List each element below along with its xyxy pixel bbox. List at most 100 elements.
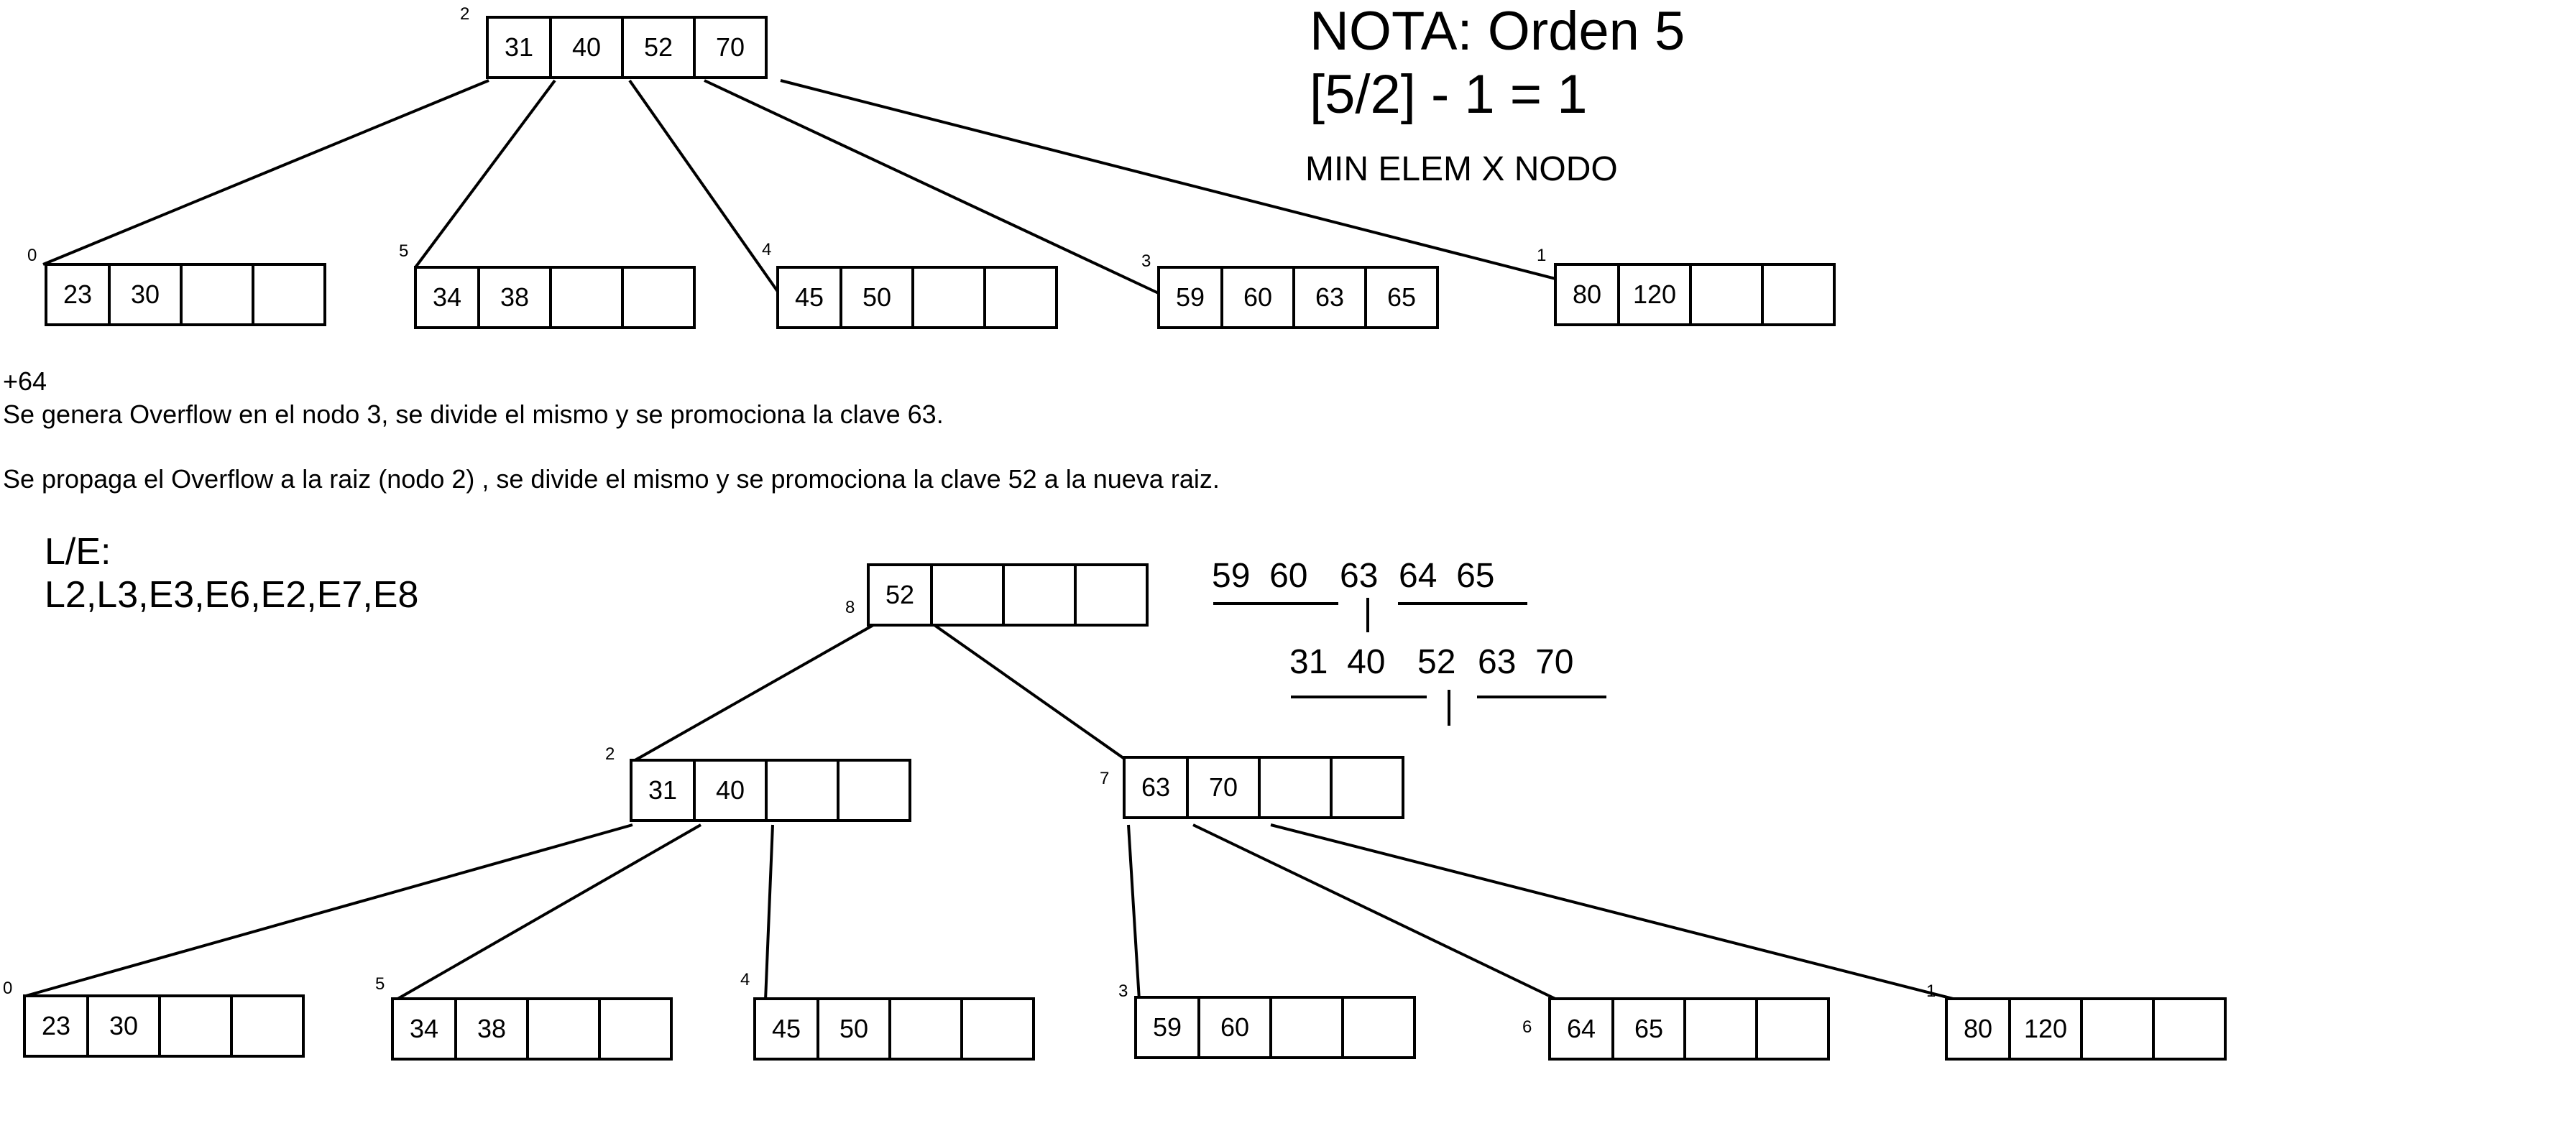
edge xyxy=(764,824,774,1001)
note-min-elements: MIN ELEM X NODO xyxy=(1305,150,1618,188)
btree-node: 45 50 xyxy=(753,997,1035,1061)
node-key: 64 xyxy=(1548,997,1614,1061)
node-key: 80 xyxy=(1945,997,2011,1061)
split-right-keys: 63 70 xyxy=(1478,643,1574,681)
edge xyxy=(780,79,1568,283)
node-key xyxy=(230,994,305,1058)
node-id: 2 xyxy=(460,4,470,24)
split-promoted-key: 52 xyxy=(1417,643,1456,681)
node-id: 1 xyxy=(1926,981,1936,1001)
node-key xyxy=(1755,997,1830,1061)
node-key: 59 xyxy=(1134,996,1200,1059)
btree-node: 45 50 xyxy=(776,266,1058,329)
node-key: 120 xyxy=(2008,997,2083,1061)
io-label: L/E: xyxy=(45,531,111,573)
node-key: 52 xyxy=(867,563,933,627)
node-key: 120 xyxy=(1617,263,1692,326)
node-key xyxy=(837,759,911,822)
node-id: 5 xyxy=(375,974,385,994)
btree-node: 80 120 xyxy=(1554,263,1836,326)
node-key xyxy=(526,997,601,1061)
node-key xyxy=(1269,996,1344,1059)
btree-node: 31 40 52 70 xyxy=(486,16,768,79)
node-key xyxy=(888,997,963,1061)
node-key xyxy=(2080,997,2155,1061)
note-formula: [5/2] - 1 = 1 xyxy=(1310,64,1588,125)
node-id: 1 xyxy=(1537,246,1547,265)
node-id: 6 xyxy=(1522,1017,1532,1037)
node-key xyxy=(1683,997,1758,1061)
split-promoted-key: 63 xyxy=(1340,557,1379,595)
io-sequence: L2,L3,E3,E6,E2,E7,E8 xyxy=(45,574,419,616)
edge xyxy=(1270,823,1959,1002)
node-key xyxy=(983,266,1058,329)
btree-node: 23 30 xyxy=(45,263,326,326)
node-key xyxy=(1689,263,1764,326)
edge xyxy=(1127,824,1141,1001)
node-key xyxy=(930,563,1005,627)
btree-node: 52 xyxy=(867,563,1149,627)
btree-node: 23 30 xyxy=(23,994,305,1058)
node-id: 8 xyxy=(845,598,855,617)
btree-node: 59 60 63 65 xyxy=(1157,266,1439,329)
note-order: NOTA: Orden 5 xyxy=(1310,1,1685,62)
edge xyxy=(933,624,1130,763)
node-id: 3 xyxy=(1118,981,1128,1001)
node-key: 65 xyxy=(1611,997,1686,1061)
node-id: 4 xyxy=(762,240,772,259)
node-key: 38 xyxy=(454,997,529,1061)
node-key: 65 xyxy=(1364,266,1439,329)
btree-node: 34 38 xyxy=(414,266,696,329)
node-key: 31 xyxy=(486,16,552,79)
node-id: 7 xyxy=(1100,769,1110,788)
node-id: 0 xyxy=(3,979,13,998)
split-right-keys: 64 65 xyxy=(1399,557,1495,595)
node-id: 5 xyxy=(399,241,409,261)
split-left-keys: 59 60 xyxy=(1212,557,1308,595)
edge xyxy=(632,624,874,763)
node-key xyxy=(158,994,233,1058)
node-key: 52 xyxy=(621,16,696,79)
node-key: 59 xyxy=(1157,266,1223,329)
node-key xyxy=(180,263,254,326)
node-key xyxy=(1074,563,1149,627)
node-key xyxy=(549,266,624,329)
node-key: 45 xyxy=(753,997,819,1061)
node-key xyxy=(621,266,696,329)
node-key: 60 xyxy=(1220,266,1295,329)
edge xyxy=(395,823,702,1002)
node-key: 70 xyxy=(1186,756,1261,819)
node-key: 23 xyxy=(23,994,89,1058)
node-key xyxy=(252,263,326,326)
node-key xyxy=(2152,997,2227,1061)
node-key: 50 xyxy=(840,266,914,329)
node-key xyxy=(1002,563,1077,627)
node-key: 63 xyxy=(1292,266,1367,329)
node-key: 80 xyxy=(1554,263,1620,326)
node-key xyxy=(1258,756,1333,819)
edge xyxy=(414,79,556,269)
edge xyxy=(25,823,633,997)
node-key: 63 xyxy=(1123,756,1189,819)
node-key: 60 xyxy=(1197,996,1272,1059)
edge xyxy=(704,79,1162,296)
node-key: 45 xyxy=(776,266,842,329)
explanation-line: Se genera Overflow en el nodo 3, se divi… xyxy=(3,399,944,429)
btree-node: 34 38 xyxy=(391,997,673,1061)
node-key: 40 xyxy=(693,759,768,822)
node-id: 4 xyxy=(740,970,750,989)
edge xyxy=(1192,823,1559,1002)
node-key: 38 xyxy=(477,266,552,329)
split-left-keys: 31 40 xyxy=(1289,643,1386,681)
node-key: 40 xyxy=(549,16,624,79)
node-key xyxy=(765,759,840,822)
node-key: 30 xyxy=(86,994,161,1058)
btree-node: 80 120 xyxy=(1945,997,2227,1061)
node-key: 50 xyxy=(816,997,891,1061)
node-key: 70 xyxy=(693,16,768,79)
node-key xyxy=(598,997,673,1061)
insert-operation: +64 xyxy=(3,366,47,396)
node-key: 30 xyxy=(108,263,183,326)
node-id: 2 xyxy=(605,744,615,764)
